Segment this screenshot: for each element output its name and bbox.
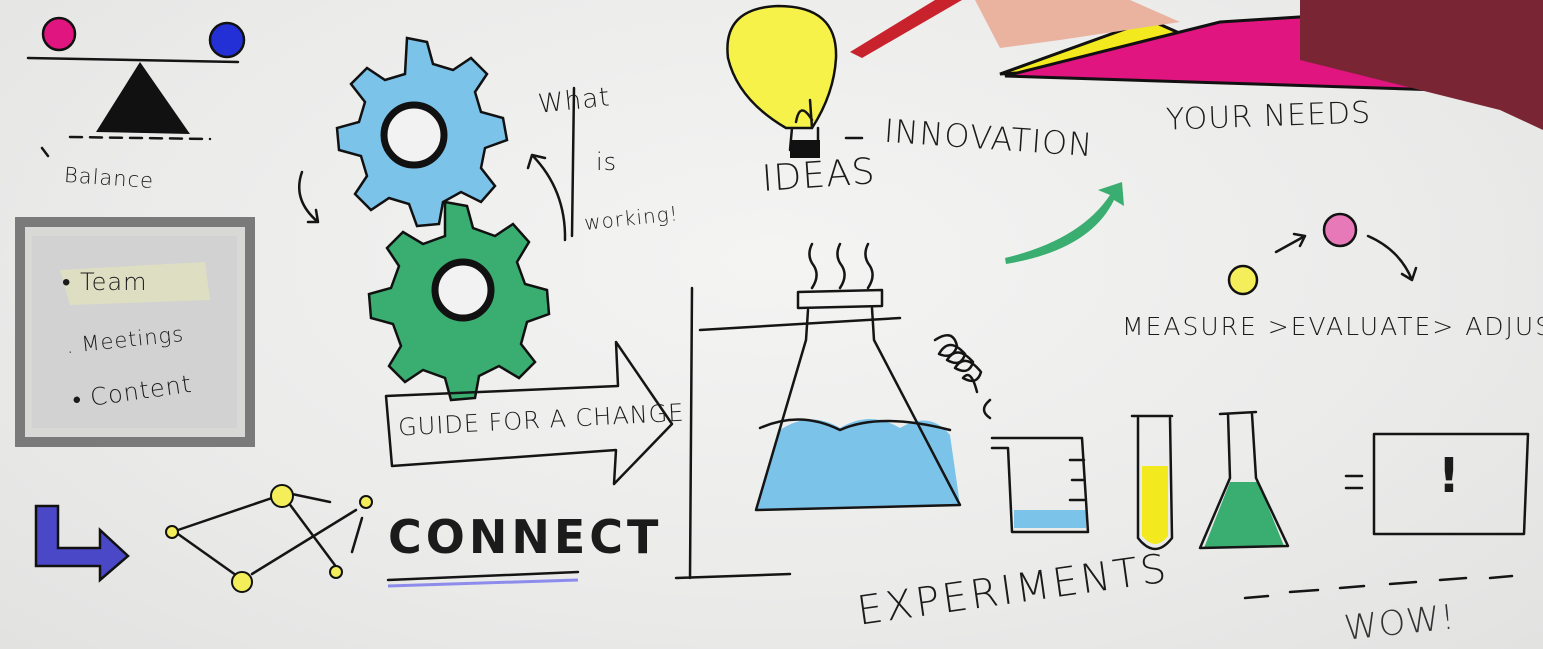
is-label: is [596,148,618,176]
measure-cycle-icon [1227,212,1418,296]
growth-arrow-icon [1005,182,1124,264]
ideas-label: IDEAS [760,151,877,200]
measure-evaluate-adjust-label: MEASURE >EVALUATE> ADJUST [1122,312,1543,341]
blue-gear-icon [335,36,509,228]
turn-arrow-icon [34,504,130,583]
connect-underline [386,570,580,582]
green-gear-icon [367,200,551,402]
hand-and-pencil [850,0,1543,130]
your-needs-label: YOUR NEEDS [1165,95,1372,138]
result-box [1344,432,1530,536]
test-tube-icon [1130,414,1174,551]
connect-label: CONNECT [388,510,663,564]
beaker-icon [990,436,1090,534]
lab-flask-icon [674,242,962,580]
list-frame [15,217,255,447]
list-item-team: • Team [62,268,148,296]
lightbulb-icon [726,4,864,158]
balance-scale-icon [26,16,246,158]
guide-arrow [384,340,674,486]
exclaim-label: ! [1438,448,1460,504]
connect-network-icon [165,484,373,593]
erlenmeyer-flask-icon [1198,410,1290,550]
what-label: What [536,82,612,120]
spring-icon [933,333,992,420]
